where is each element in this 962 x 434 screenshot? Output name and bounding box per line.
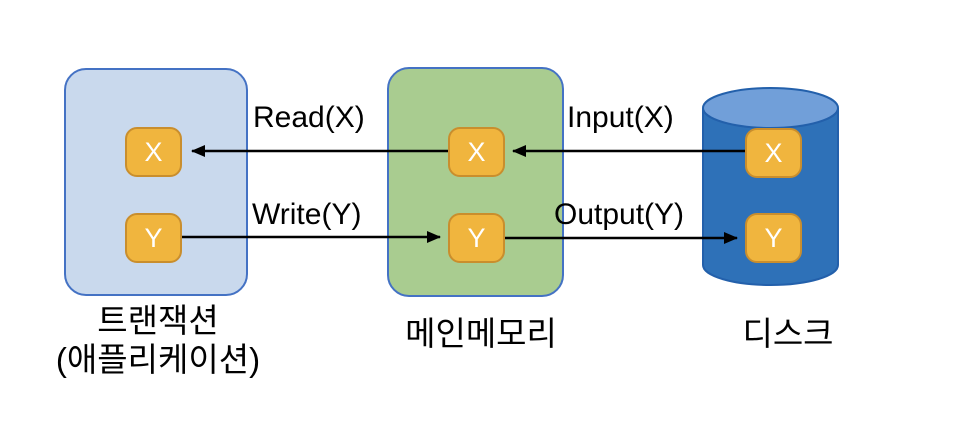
disk-item-y: Y: [745, 213, 802, 263]
memory-item-y-label: Y: [467, 222, 486, 253]
transaction-item-x-label: X: [144, 136, 163, 167]
memory-item-x-label: X: [467, 136, 486, 167]
disk-item-x: X: [745, 128, 802, 178]
transaction-item-y: Y: [125, 213, 182, 263]
transaction-item-x: X: [125, 127, 182, 177]
input-arrow-label: Input(X): [567, 101, 674, 134]
memory-caption: 메인메모리: [405, 315, 557, 352]
memory-item-y: Y: [448, 213, 505, 263]
transaction-caption-line1: 트랜잭션: [97, 302, 219, 339]
disk-item-y-label: Y: [764, 222, 783, 253]
transaction-caption: 트랜잭션 (애플리케이션): [16, 301, 300, 379]
output-arrow-label: Output(Y): [554, 198, 685, 231]
disk-item-x-label: X: [764, 137, 783, 168]
read-arrow-label: Read(X): [253, 101, 365, 134]
disk-caption: 디스크: [742, 315, 834, 352]
memory-item-x: X: [448, 127, 505, 177]
write-arrow-label: Write(Y): [252, 198, 362, 231]
transaction-caption-line2: (애플리케이션): [55, 341, 261, 378]
disk-cylinder-top: [702, 87, 839, 129]
transaction-item-y-label: Y: [144, 222, 163, 253]
